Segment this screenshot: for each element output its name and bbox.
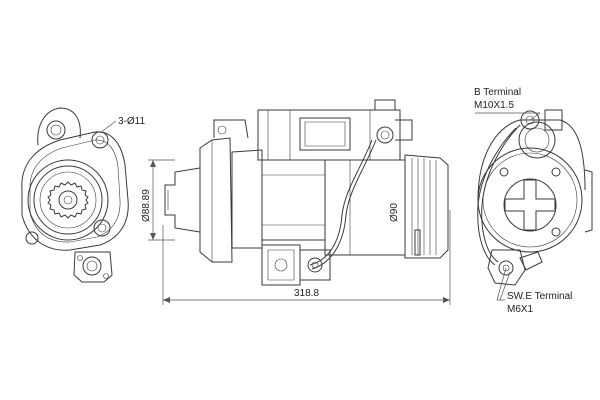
rear-view bbox=[477, 109, 593, 286]
swe-terminal-leader bbox=[496, 267, 511, 301]
pinion-dia-dimension bbox=[148, 159, 175, 241]
side-view bbox=[164, 99, 449, 286]
pinion-dia-label: Ø88.89 bbox=[141, 189, 152, 222]
overall-length-label: 318.8 bbox=[294, 288, 319, 299]
swe-terminal-thread: M6X1 bbox=[507, 304, 534, 315]
b-terminal-leader bbox=[475, 112, 541, 121]
overall-length-dimension bbox=[162, 210, 451, 305]
front-view bbox=[21, 107, 129, 283]
b-terminal-thread: M10X1.5 bbox=[474, 100, 514, 111]
mount-holes-callout: 3-Ø11 bbox=[118, 116, 145, 127]
swe-terminal-title: SW.E Terminal bbox=[507, 291, 572, 302]
b-terminal-title: B Terminal bbox=[474, 87, 521, 98]
body-dia-label: Ø90 bbox=[389, 203, 400, 222]
